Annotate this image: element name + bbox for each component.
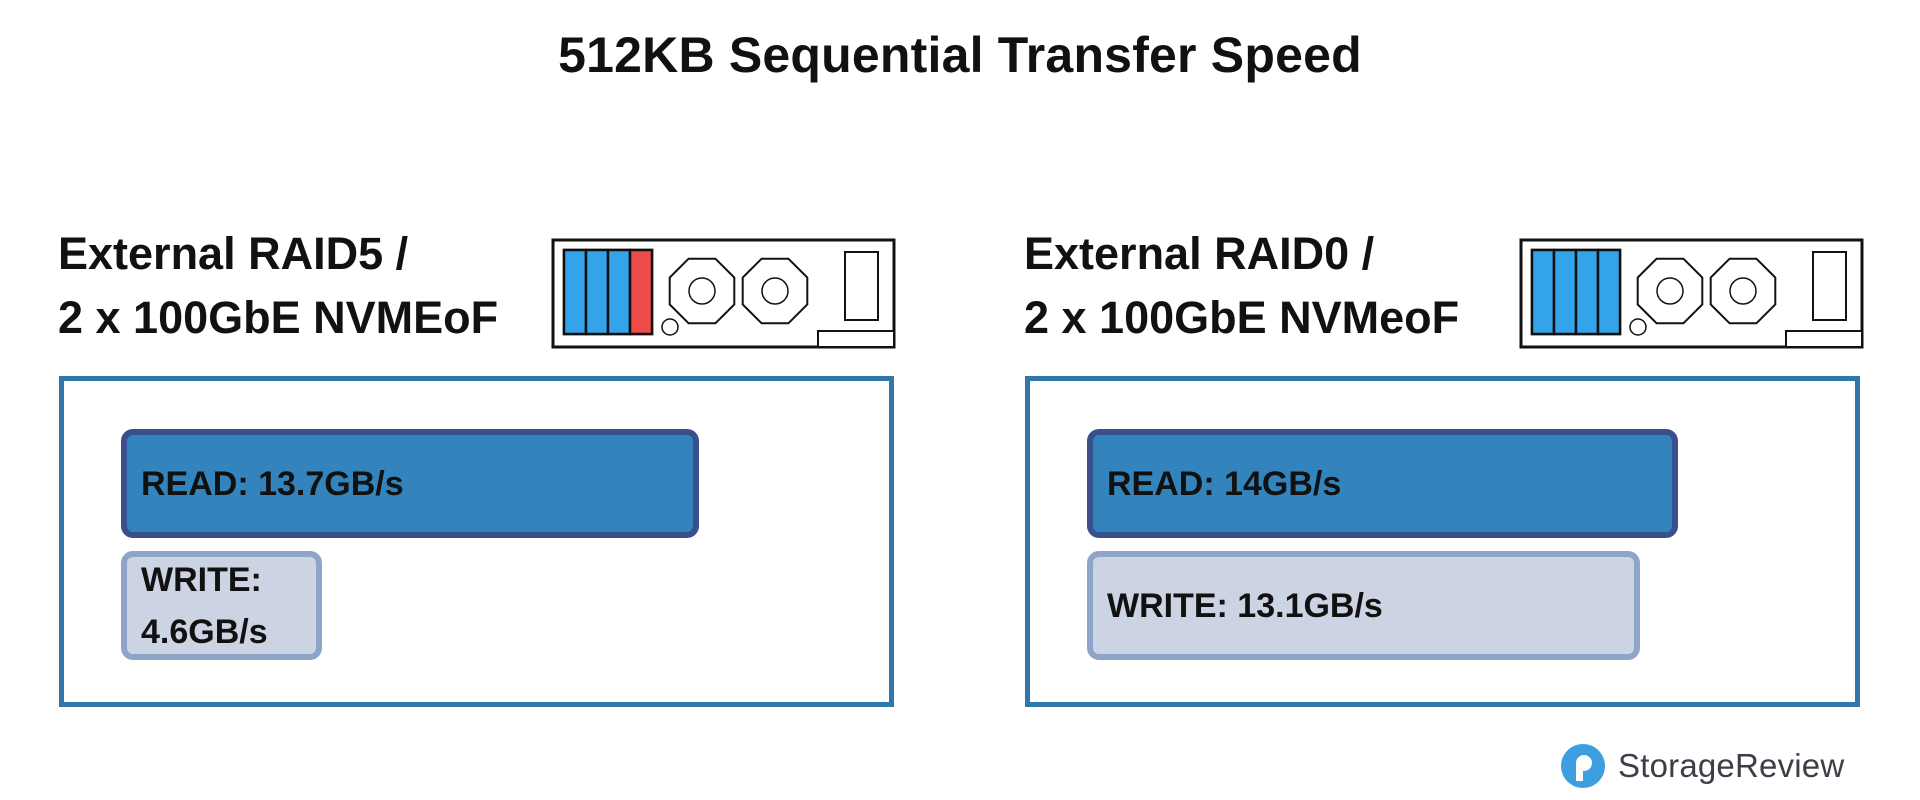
chart-title: 512KB Sequential Transfer Speed [558, 27, 1362, 83]
drive-icon [584, 248, 610, 336]
write-bar: WRITE: 13.1GB/s [1087, 551, 1640, 660]
server-icon [551, 238, 896, 349]
fan-icon [688, 277, 716, 305]
storagereview-logo-icon [1561, 744, 1605, 788]
power-supply [1812, 251, 1847, 321]
drive-icon [1530, 248, 1556, 336]
server-icon [1519, 238, 1864, 349]
read-bar: READ: 13.7GB/s [121, 429, 699, 538]
panel-box-raid0: READ: 14GB/s WRITE: 13.1GB/s [1025, 376, 1860, 707]
drive-icon [1596, 248, 1622, 336]
read-bar-label: READ: 13.7GB/s [141, 464, 404, 503]
drive-icon [1574, 248, 1600, 336]
read-bar: READ: 14GB/s [1087, 429, 1678, 538]
write-bar-label: WRITE: 13.1GB/s [1107, 586, 1383, 625]
panel-heading-raid5: External RAID5 / 2 x 100GbE NVMEoF [58, 222, 498, 350]
write-bar-label: WRITE: 4.6GB/s [141, 560, 268, 651]
panel-heading-line: 2 x 100GbE NVMEoF [58, 292, 499, 343]
power-supply [844, 251, 879, 321]
drive-icon [562, 248, 588, 336]
read-bar-label: READ: 14GB/s [1107, 464, 1342, 503]
status-light-icon [1629, 318, 1647, 336]
panel-heading-line: External RAID5 / [58, 228, 409, 279]
fan-icon [761, 277, 789, 305]
brand-name: StorageReview [1618, 747, 1845, 784]
panel-heading-raid0: External RAID0 / 2 x 100GbE NVMeoF [1024, 222, 1459, 350]
panel-box-raid5: READ: 13.7GB/s WRITE: 4.6GB/s [59, 376, 894, 707]
storagereview-logo: StorageReview [1560, 740, 1844, 792]
fan-icon [1656, 277, 1684, 305]
drive-icon [628, 248, 654, 336]
io-port [1785, 330, 1863, 348]
panel-heading-line: 2 x 100GbE NVMeoF [1024, 292, 1460, 343]
panel-heading-line: External RAID0 / [1024, 228, 1375, 279]
write-bar: WRITE: 4.6GB/s [121, 551, 322, 660]
drive-icon [1552, 248, 1578, 336]
fan-icon [1729, 277, 1757, 305]
io-port [817, 330, 895, 348]
drive-icon [606, 248, 632, 336]
status-light-icon [661, 318, 679, 336]
